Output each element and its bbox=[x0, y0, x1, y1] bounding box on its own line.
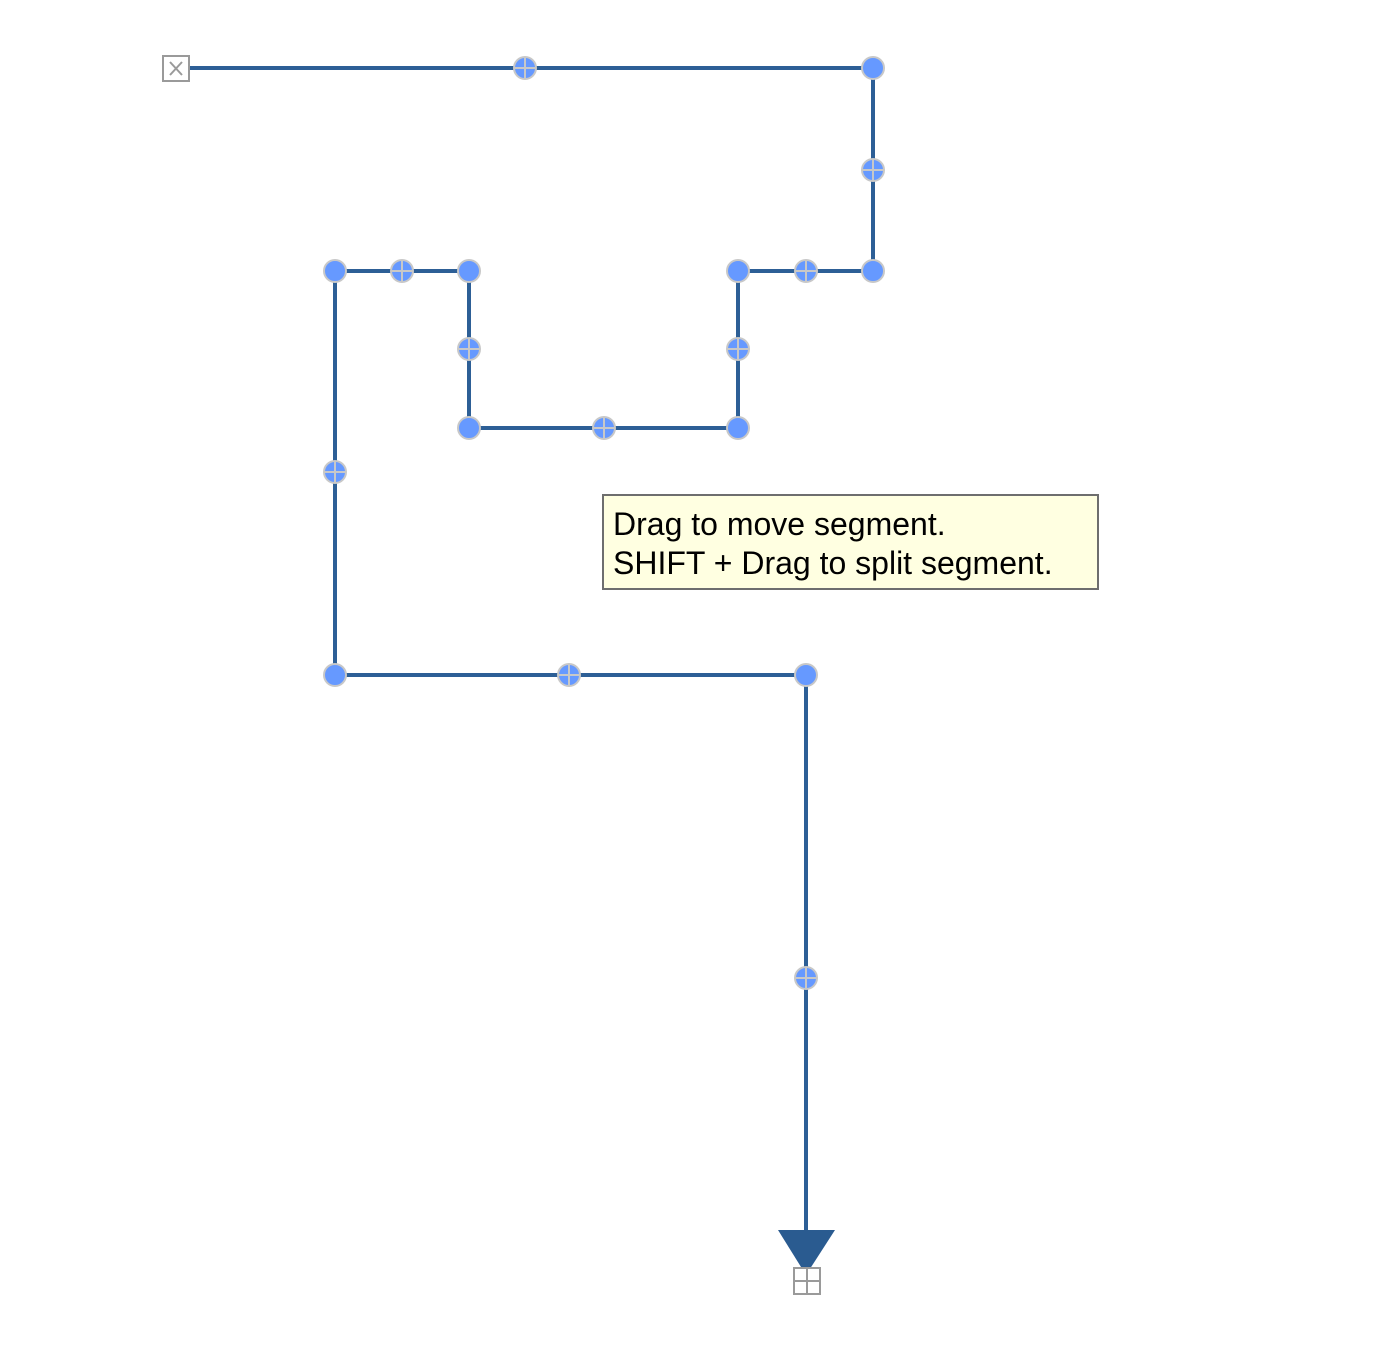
split-handle-plus-circle-icon[interactable] bbox=[323, 460, 347, 484]
bend-handle-circle-icon[interactable] bbox=[726, 416, 750, 440]
edge-handles bbox=[323, 56, 885, 990]
bend-handle-circle-icon[interactable] bbox=[726, 259, 750, 283]
split-handle-plus-circle-icon[interactable] bbox=[557, 663, 581, 687]
split-handle-plus-circle-icon[interactable] bbox=[592, 416, 616, 440]
split-handle-plus-circle-icon[interactable] bbox=[794, 966, 818, 990]
bend-handle-circle-icon[interactable] bbox=[457, 259, 481, 283]
split-handle-plus-circle-icon[interactable] bbox=[794, 259, 818, 283]
bend-handle-circle-icon[interactable] bbox=[794, 663, 818, 687]
bend-handle-circle-icon[interactable] bbox=[323, 663, 347, 687]
tooltip: Drag to move segment. SHIFT + Drag to sp… bbox=[602, 494, 1099, 590]
bend-handle-circle-icon[interactable] bbox=[457, 416, 481, 440]
tooltip-line-split: SHIFT + Drag to split segment. bbox=[613, 545, 1053, 581]
split-handle-plus-circle-icon[interactable] bbox=[861, 158, 885, 182]
connector-edge[interactable] bbox=[189, 66, 875, 1230]
split-handle-plus-circle-icon[interactable] bbox=[513, 56, 537, 80]
source-terminal-x-box-icon[interactable] bbox=[162, 55, 190, 82]
bend-handle-circle-icon[interactable] bbox=[323, 259, 347, 283]
split-handle-plus-circle-icon[interactable] bbox=[726, 337, 750, 361]
tooltip-line-move: Drag to move segment. bbox=[613, 506, 946, 542]
arrowhead-icon bbox=[778, 1230, 835, 1275]
split-handle-plus-circle-icon[interactable] bbox=[390, 259, 414, 283]
bend-handle-circle-icon[interactable] bbox=[861, 56, 885, 80]
target-terminal-grid-box-icon[interactable] bbox=[793, 1267, 821, 1295]
split-handle-plus-circle-icon[interactable] bbox=[457, 337, 481, 361]
bend-handle-circle-icon[interactable] bbox=[861, 259, 885, 283]
